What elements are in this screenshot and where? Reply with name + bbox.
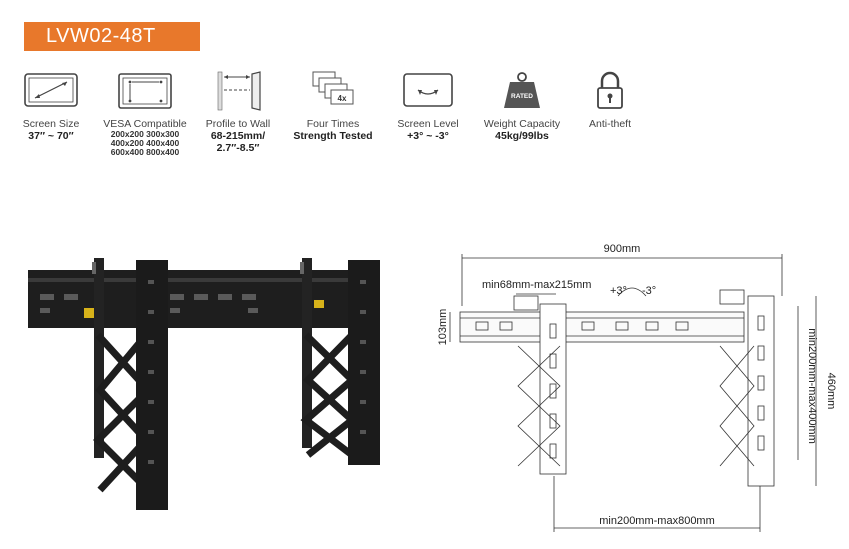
feature-label: Four Times — [306, 118, 360, 130]
feature-value-line: 2.7″-8.5″ — [216, 142, 260, 154]
right-latch — [314, 300, 324, 308]
vesa-icon — [115, 68, 175, 114]
feature-label: Anti-theft — [588, 118, 632, 130]
feature-four-times: 4x Four Times Strength Tested — [288, 68, 378, 142]
feature-anti-theft: Anti-theft — [565, 68, 655, 130]
screen-level-icon — [398, 68, 458, 114]
product-photo — [28, 258, 380, 510]
feature-vesa: VESA Compatible 200x200 300x300 400x200 … — [100, 68, 190, 157]
weight-icon-text: RATED — [511, 93, 533, 100]
feature-label: Screen Size — [22, 118, 80, 130]
diagram-right-arm — [747, 295, 775, 487]
feature-value-line: 68-215mm/ — [210, 130, 266, 142]
right-arm — [300, 258, 380, 465]
left-latch — [84, 308, 94, 318]
profile-to-wall-icon — [208, 68, 268, 114]
feature-screen-size: Screen Size 37″ ~ 70″ — [6, 68, 96, 142]
left-arm — [84, 258, 168, 510]
dimension-drawing: 900mm min68mm-max215mm +3° -3° 103mm min… — [437, 243, 836, 532]
tilt-plus-label: +3° — [610, 285, 627, 297]
feature-label: Profile to Wall — [205, 118, 271, 130]
horizontal-range-label: min200mm-max800mm — [599, 515, 715, 527]
weight-capacity-icon: RATED — [492, 68, 552, 114]
vertical-range-label: min200mm-max400mm — [806, 328, 818, 444]
diagram-left-arm — [539, 303, 567, 475]
feature-value: Strength Tested — [293, 130, 373, 142]
feature-label: Screen Level — [397, 118, 459, 130]
four-times-icon-text: 4x — [338, 94, 347, 103]
rail-height-label: 103mm — [437, 309, 449, 346]
depth-label: min68mm-max215mm — [482, 279, 591, 291]
feature-screen-level: Screen Level +3° ~ -3° — [383, 68, 473, 142]
diagram-rail — [459, 311, 745, 343]
four-times-icon: 4x — [303, 68, 363, 114]
overall-height-label: 460mm — [825, 373, 836, 410]
tilt-minus-label: -3° — [642, 285, 656, 297]
feature-value-line: 600x400 800x400 — [110, 147, 180, 157]
feature-value-line: 400x200 400x400 — [110, 138, 180, 148]
feature-label: Weight Capacity — [483, 118, 561, 130]
feature-value: 37″ ~ 70″ — [28, 130, 74, 142]
width-label: 900mm — [604, 243, 641, 255]
feature-profile-to-wall: Profile to Wall 68-215mm/ 2.7″-8.5″ — [193, 68, 283, 154]
screen-size-icon — [21, 68, 81, 114]
anti-theft-icon — [580, 68, 640, 114]
feature-value: 45kg/99lbs — [495, 130, 549, 142]
feature-label: VESA Compatible — [103, 118, 187, 130]
feature-value: +3° ~ -3° — [407, 130, 449, 142]
model-badge: LVW02-48T — [24, 22, 200, 51]
feature-weight-capacity: RATED Weight Capacity 45kg/99lbs — [477, 68, 567, 142]
feature-value-line: 200x200 300x300 — [110, 129, 180, 139]
